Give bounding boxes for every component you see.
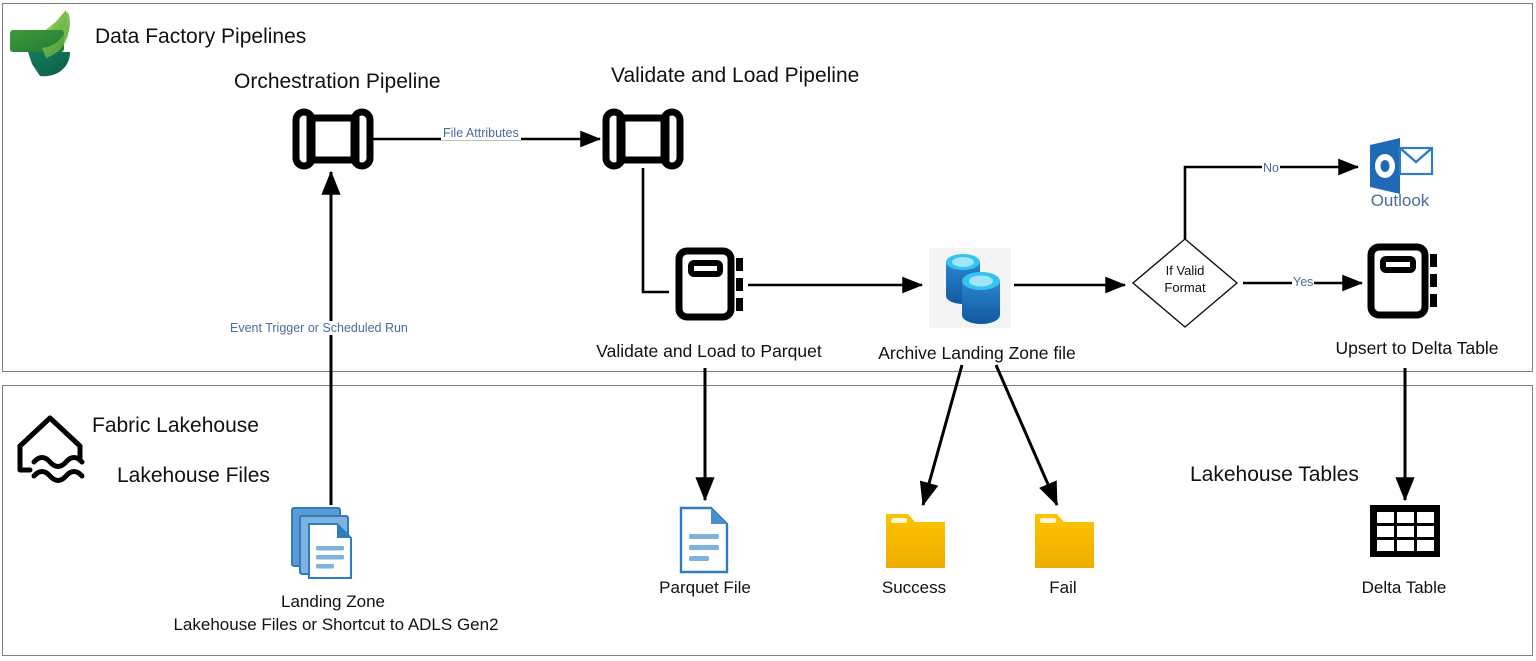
panel-data-factory-pipelines [2,3,1533,372]
edge-label-yes: Yes [1292,275,1315,289]
label-orchestration-pipeline: Orchestration Pipeline [234,70,441,93]
edge-label-event-trigger: Event Trigger or Scheduled Run [228,321,410,335]
label-outlook: Outlook [1370,191,1430,210]
label-landing-zone-sub: Lakehouse Files or Shortcut to ADLS Gen2 [173,615,499,634]
label-validate-and-load-pipeline: Validate and Load Pipeline [611,64,860,87]
edge-label-file-attributes: File Attributes [441,126,521,140]
label-fail: Fail [1049,578,1077,597]
panel-title-data-factory: Data Factory Pipelines [95,25,307,48]
label-lakehouse-tables: Lakehouse Tables [1190,463,1359,486]
decision-label: If Valid Format [1125,262,1245,296]
edge-label-no: No [1262,161,1280,175]
label-landing-zone: Landing Zone [281,592,385,611]
label-parquet-file: Parquet File [659,578,751,597]
label-validate-load-parquet: Validate and Load to Parquet [596,341,822,361]
label-delta-table: Delta Table [1361,578,1447,597]
panel-fabric-lakehouse [2,385,1533,656]
label-archive-landing-zone: Archive Landing Zone file [878,343,1076,363]
decision-line-1: If Valid [1165,263,1205,278]
label-lakehouse-files: Lakehouse Files [117,464,270,487]
label-upsert-to-delta: Upsert to Delta Table [1335,338,1499,358]
panel-title-fabric-lakehouse: Fabric Lakehouse [92,414,259,437]
decision-line-2: Format [1164,280,1206,295]
label-success: Success [881,578,947,597]
